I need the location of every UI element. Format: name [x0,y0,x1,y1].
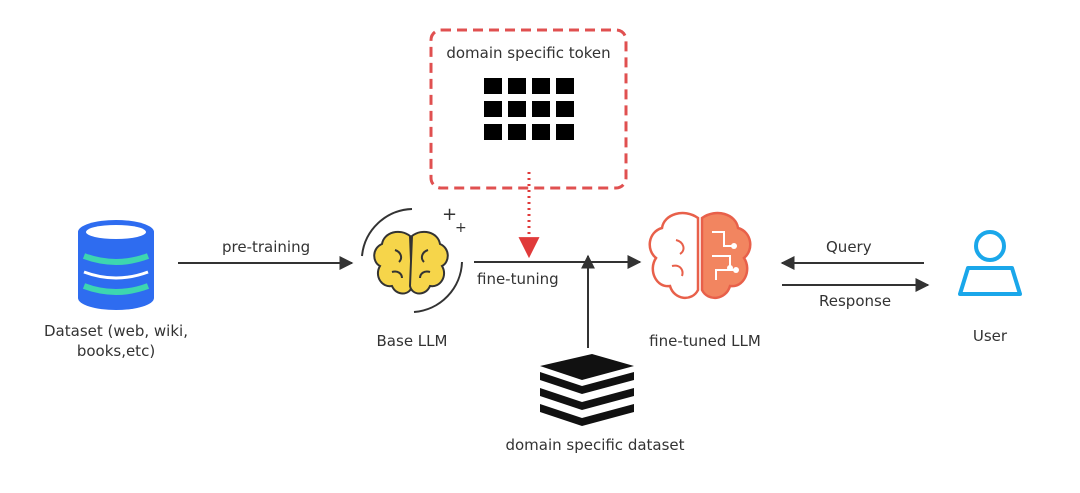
response-label: Response [819,292,892,310]
token-box-title: domain specific token [446,44,611,62]
dataset-label-line1: Dataset (web, wiki, [44,322,188,340]
base-llm-label: Base LLM [376,332,448,350]
finetuned-llm-label: fine-tuned LLM [649,332,761,350]
token-box [429,28,628,190]
base-llm-brain-icon: + + [361,204,467,313]
pretraining-label: pre-training [222,238,311,256]
domain-dataset-label: domain specific dataset [505,436,685,454]
token-grid-icon [484,78,574,140]
finetuning-label: fine-tuning [477,270,559,288]
user-label: User [972,327,1008,345]
dataset-label-line2: books,etc) [76,342,156,360]
books-stack-icon [540,354,634,426]
finetuned-llm-brain-icon [648,211,752,299]
svg-text:+: + [455,220,467,236]
query-label: Query [826,238,872,256]
svg-text:+: + [442,204,457,225]
database-icon [78,220,154,310]
user-icon [958,230,1022,296]
